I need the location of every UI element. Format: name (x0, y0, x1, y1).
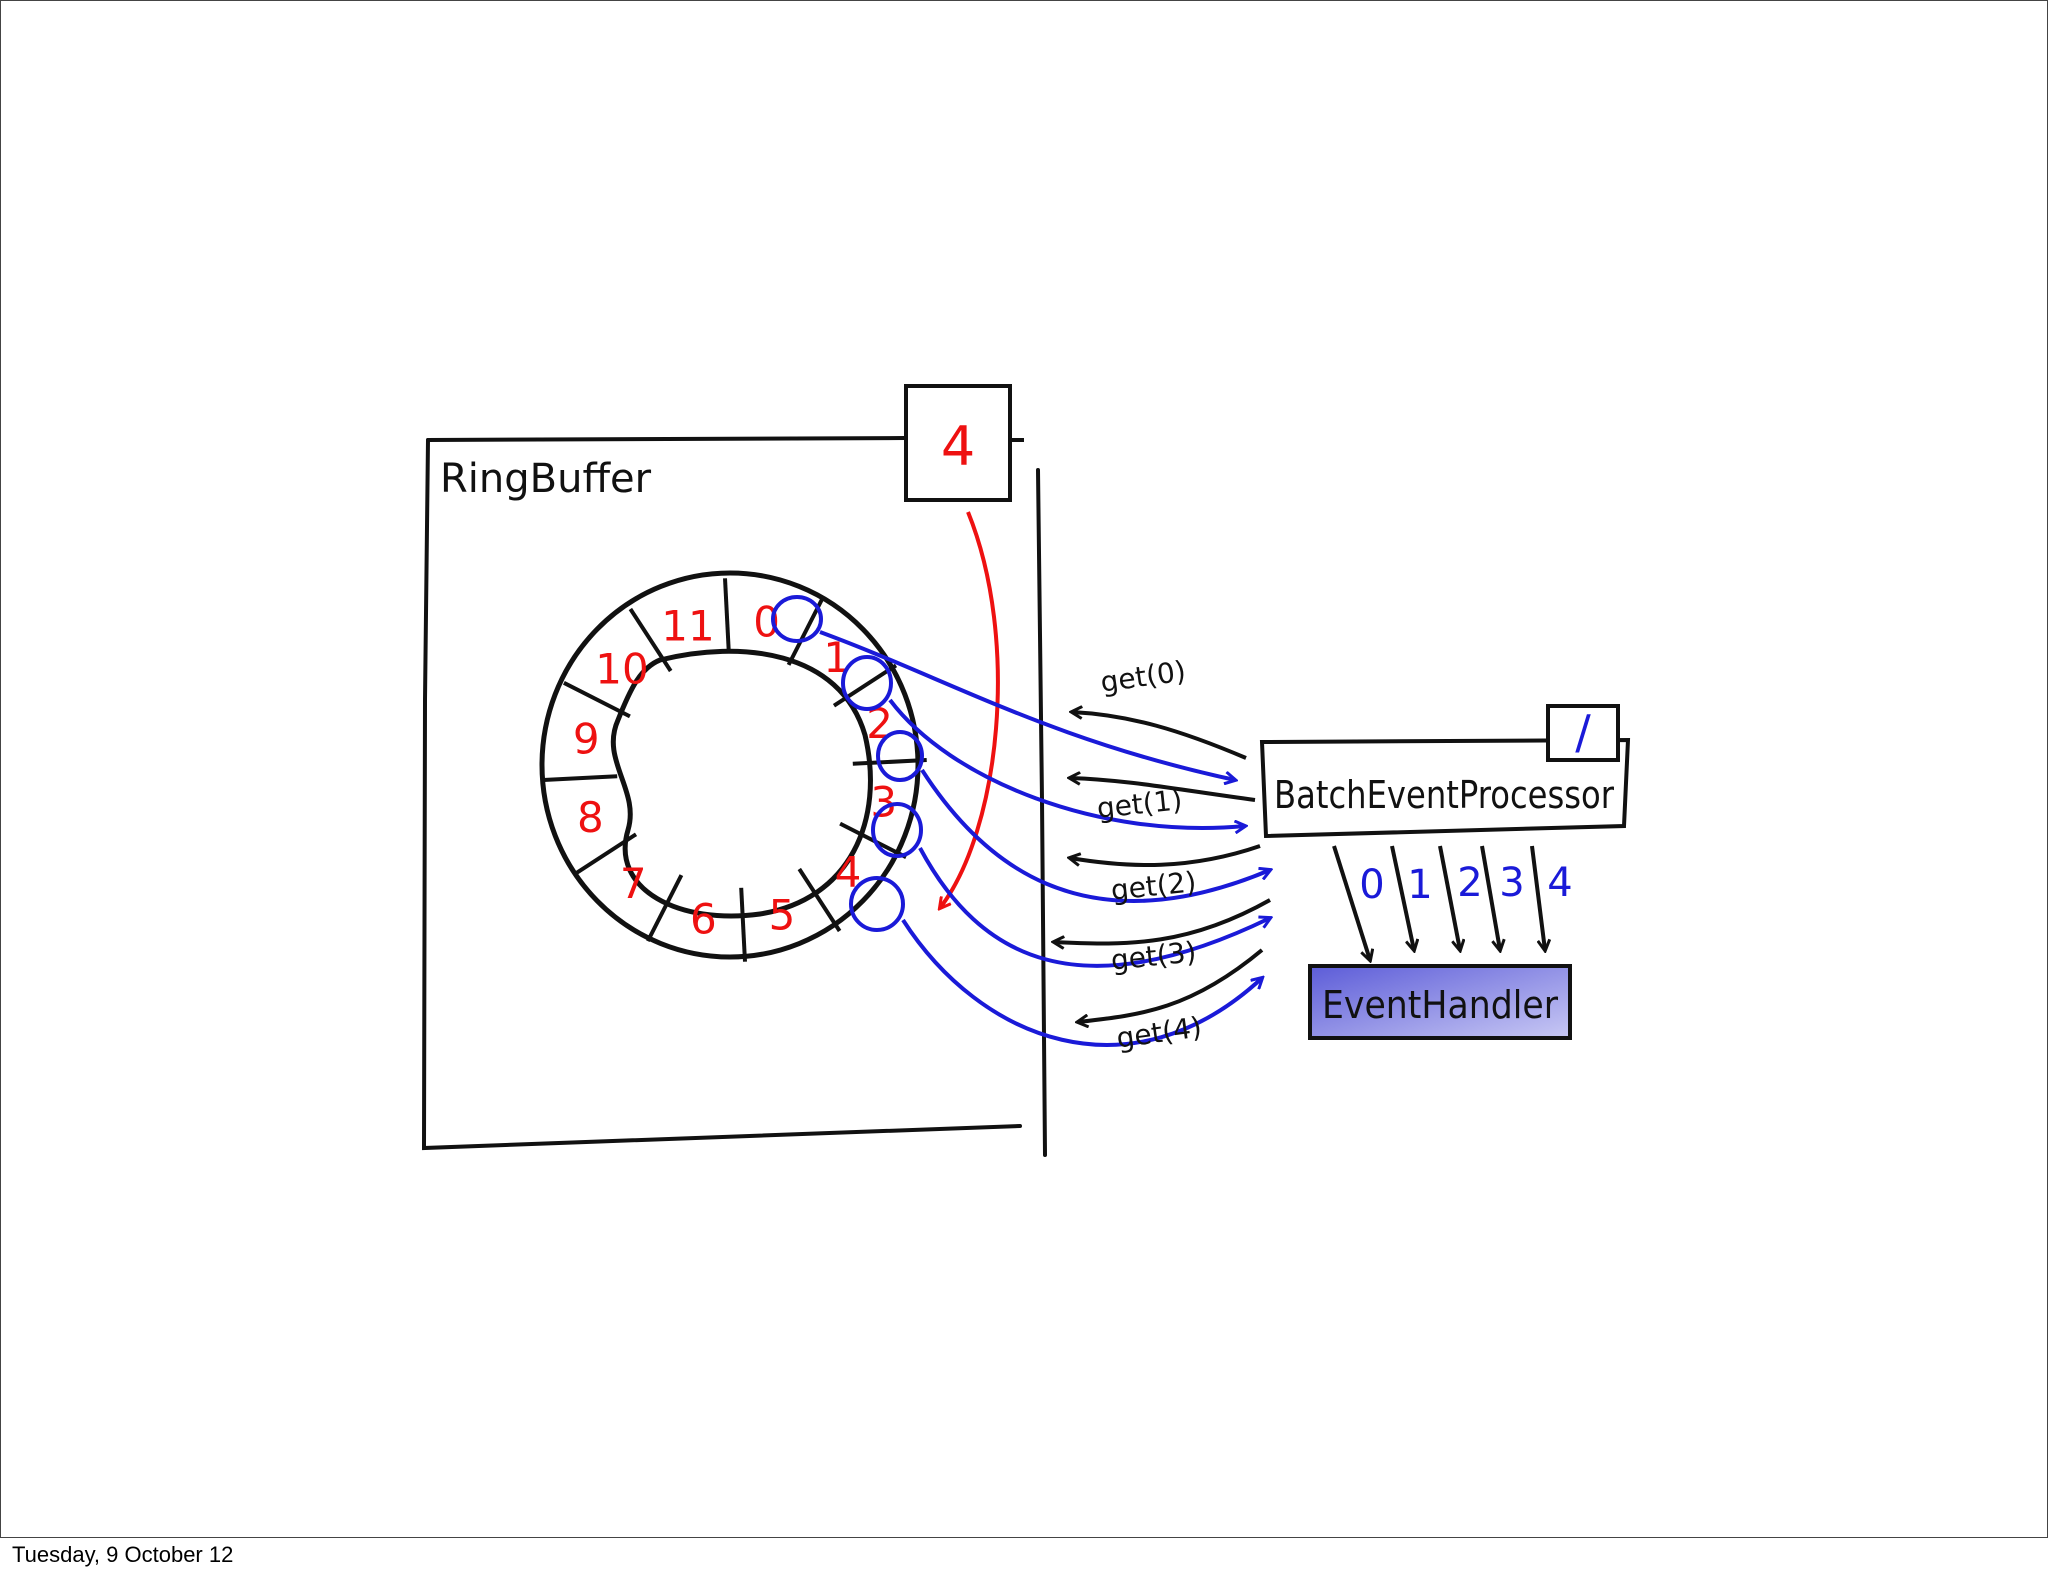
ring-slot-divider (646, 874, 684, 943)
delivered-2: 2 (1457, 860, 1482, 906)
dispatch-arrow-3 (1480, 845, 1500, 950)
processor-title: BatchEventProcessor (1274, 773, 1614, 817)
get-arrow-3 (1054, 898, 1271, 943)
delivered-4: 4 (1547, 860, 1572, 906)
cursor-arrow (940, 511, 1000, 908)
ring-slot-divider (628, 607, 673, 673)
get-label-0: get(0) (1098, 654, 1187, 699)
return-arrow-2 (920, 768, 1270, 903)
delivered-labels: 0 1 2 3 4 (1359, 860, 1572, 908)
ring-slot-label-7: 7 (620, 859, 647, 908)
ring-slot-label-11: 11 (661, 601, 714, 650)
get-labels: get(0) get(1) get(2) get(3) get(4) (1095, 654, 1203, 1055)
consumed-markers (771, 595, 924, 932)
ring-slot-divider (832, 663, 898, 708)
delivered-3: 3 (1499, 860, 1524, 906)
consumed-marker-2 (876, 730, 924, 782)
consumed-marker-4 (849, 876, 905, 932)
slide-frame (0, 0, 2048, 1538)
ring-buffer-title: RingBuffer (440, 456, 652, 502)
get-arrows (1054, 712, 1271, 1022)
ring-slot-label-5: 5 (769, 891, 796, 940)
processor-sequence-mark: / (1575, 705, 1591, 759)
processor-sequence-box (1546, 704, 1620, 762)
ring-buffer-box (421, 436, 1047, 1157)
delivered-0: 0 (1359, 862, 1384, 908)
ring-slot-divider (797, 867, 842, 933)
ring-slot-label-9: 9 (573, 714, 600, 763)
ring-slot-label-0: 0 (753, 597, 780, 646)
ring-slot-divider (739, 887, 747, 962)
return-arrow-4 (901, 918, 1262, 1047)
ring-slot-divider (562, 681, 631, 719)
cursor-value: 4 (941, 415, 975, 478)
get-label-1: get(1) (1095, 783, 1184, 825)
footer-date: Tuesday, 9 October 12 (12, 1542, 234, 1567)
ring-dividers (543, 578, 927, 962)
ring-slot-divider (786, 597, 824, 666)
dispatch-arrow-2 (1438, 845, 1460, 950)
get-label-2: get(2) (1109, 865, 1198, 907)
return-arrows (819, 630, 1270, 1047)
dispatch-arrow-1 (1390, 845, 1414, 950)
ring-slot-divider (723, 578, 731, 653)
ring-slot-label-10: 10 (595, 644, 648, 693)
ring-slot-divider (572, 832, 638, 877)
event-handler-box (1308, 964, 1572, 1040)
dispatch-arrow-0 (1332, 845, 1370, 960)
return-arrow-0 (819, 630, 1235, 780)
get-arrow-4 (1078, 948, 1264, 1022)
get-arrow-2 (1070, 844, 1261, 868)
return-arrow-1 (888, 698, 1245, 828)
delivered-1: 1 (1407, 862, 1432, 908)
dispatch-arrows (1332, 845, 1545, 960)
return-arrow-3 (918, 847, 1270, 968)
event-handler-title: EventHandler (1322, 983, 1558, 1027)
consumed-marker-0 (771, 595, 823, 643)
consumed-marker-1 (841, 655, 893, 711)
ring-slot-label-8: 8 (577, 793, 604, 842)
processor-box (1259, 737, 1631, 839)
ring-slot-divider (543, 774, 618, 782)
get-arrow-1 (1070, 778, 1256, 802)
get-arrow-0 (1072, 712, 1247, 760)
ring-slot-divider (852, 758, 927, 766)
ring-slot-label-6: 6 (690, 895, 717, 944)
cursor-box (904, 384, 1012, 502)
consumed-marker-3 (871, 802, 923, 858)
dispatch-arrow-4 (1530, 845, 1545, 950)
